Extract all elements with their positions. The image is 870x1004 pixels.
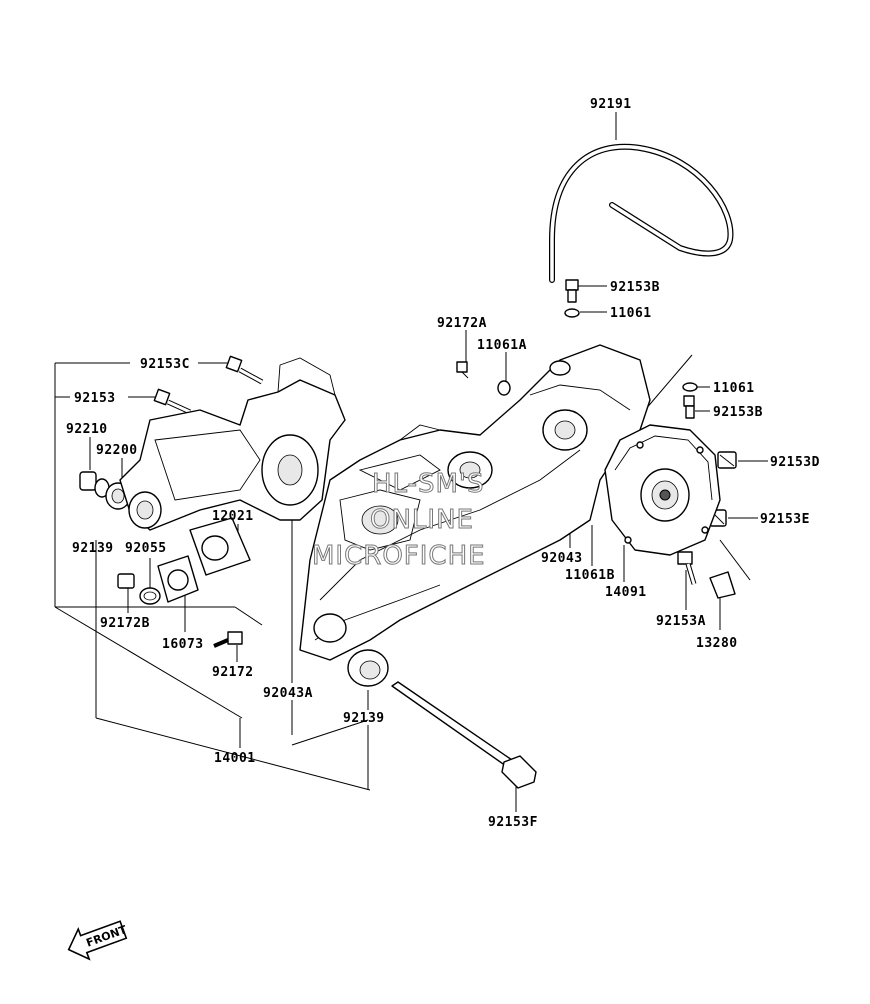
part-labels: 92191 92153B 11061 92172A 11061A 92153C … xyxy=(66,97,820,830)
front-arrow: FRONT xyxy=(67,920,129,961)
label-92172: 92172 xyxy=(212,665,254,680)
label-14091: 14091 xyxy=(605,585,647,600)
label-92153f: 92153F xyxy=(488,815,538,830)
label-92153c: 92153C xyxy=(140,357,190,372)
watermark-line-1: HL-SM'S xyxy=(372,469,485,499)
watermark-line-2: ONLINE xyxy=(370,505,474,535)
label-11061-top: 11061 xyxy=(610,306,652,321)
label-92043: 92043 xyxy=(541,551,583,566)
label-13280: 13280 xyxy=(696,636,738,651)
label-92172a: 92172A xyxy=(437,316,487,331)
label-11061b: 11061B xyxy=(565,568,615,583)
label-12021: 12021 xyxy=(212,509,254,524)
watermark: HL-SM'S ONLINE MICROFICHE xyxy=(312,469,486,572)
watermark-line-3: MICROFICHE xyxy=(312,541,486,571)
label-92153b-right: 92153B xyxy=(713,405,763,420)
label-11061-right: 11061 xyxy=(713,381,755,396)
label-92153a: 92153A xyxy=(656,614,706,629)
label-92153e: 92153E xyxy=(760,512,810,527)
label-92055: 92055 xyxy=(125,541,167,556)
label-92172b: 92172B xyxy=(100,616,150,631)
label-16073: 16073 xyxy=(162,637,204,652)
label-92153b-top: 92153B xyxy=(610,280,660,295)
crankcase-right-half xyxy=(299,344,651,661)
label-11061a: 11061A xyxy=(477,338,527,353)
gear-case-cover xyxy=(604,424,721,556)
label-92191: 92191 xyxy=(590,97,632,112)
label-92139-bottom: 92139 xyxy=(343,711,385,726)
label-92153: 92153 xyxy=(74,391,116,406)
label-92139-left: 92139 xyxy=(72,541,114,556)
label-92200: 92200 xyxy=(96,443,138,458)
crankcase-left-half xyxy=(119,357,346,531)
label-14001: 14001 xyxy=(214,751,256,766)
small-fasteners xyxy=(79,279,737,789)
label-92153d: 92153D xyxy=(770,455,820,470)
label-92043a: 92043A xyxy=(263,686,313,701)
leader-lines xyxy=(54,112,768,812)
drive-belt xyxy=(549,143,734,283)
label-92210: 92210 xyxy=(66,422,108,437)
